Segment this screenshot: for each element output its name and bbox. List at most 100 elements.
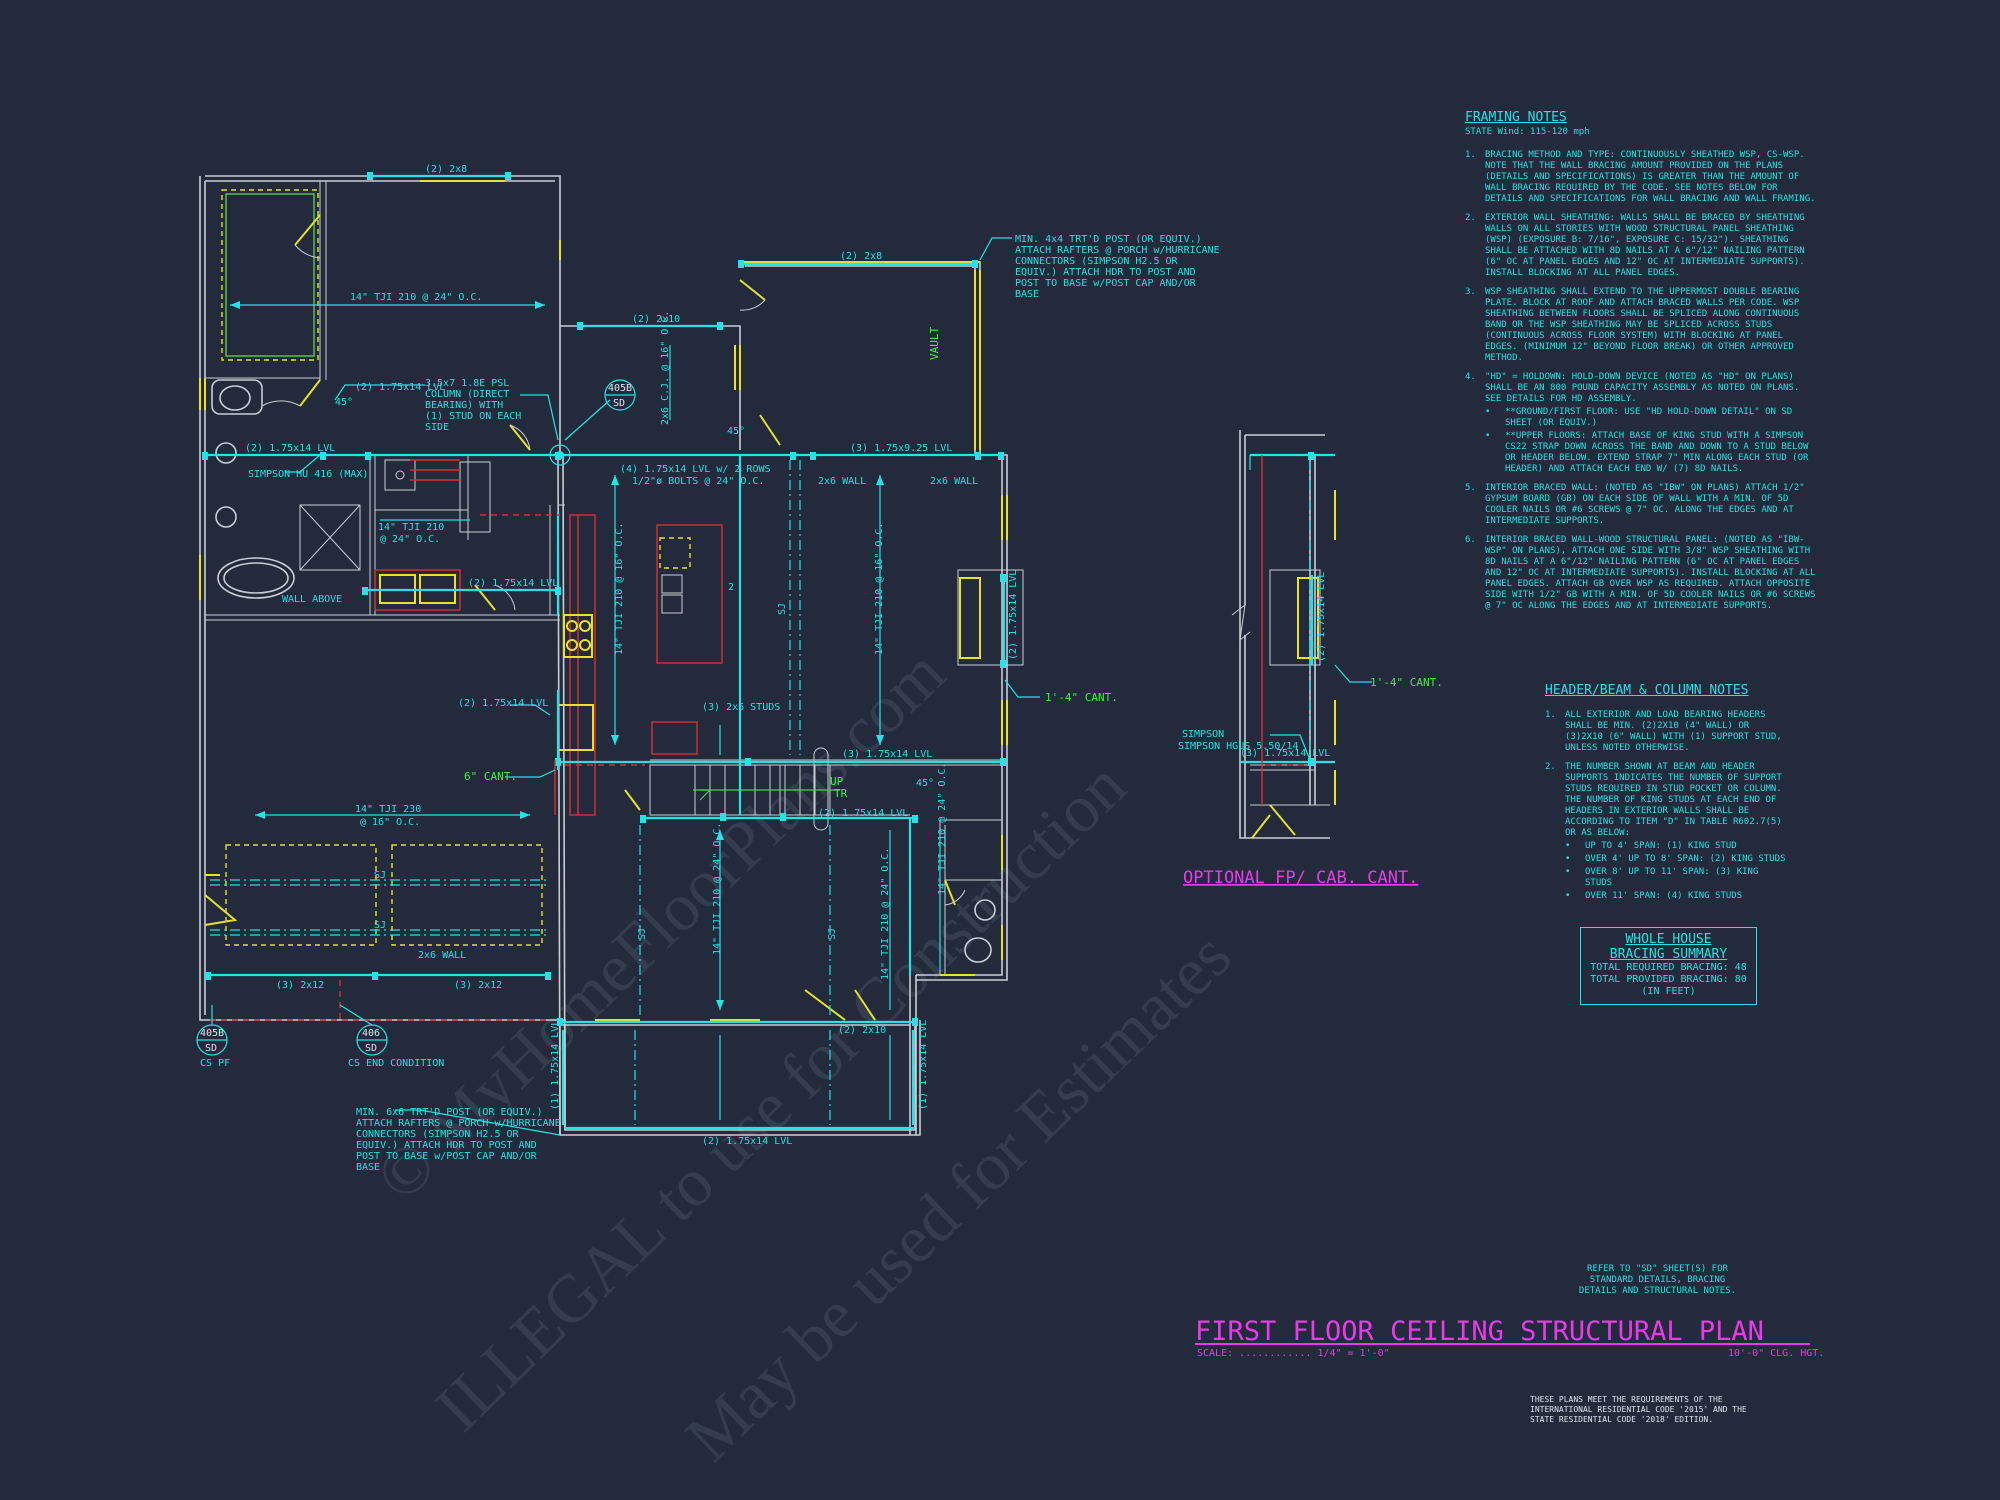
callout-cant-14: 1'-4" CANT. xyxy=(1045,691,1118,704)
section-tag-3-bottom: SD xyxy=(365,1043,377,1054)
label-2x8-top: (2) 2x8 xyxy=(425,164,467,175)
callout-lvl-2rows: (4) 1.75x14 LVL w/ 2 ROWS xyxy=(620,464,771,475)
bracing-summary-title: WHOLE HOUSE BRACING SUMMARY xyxy=(1609,932,1728,962)
label-tji-porch1: 14" TJI 210 @ 24" O.C. xyxy=(712,823,723,955)
framing-note-item-number: 2. xyxy=(1465,213,1476,223)
callout-studs: (3) 2x6 STUDS xyxy=(702,702,780,713)
callout-2x6-wall-a: 2x6 WALL xyxy=(818,476,866,487)
header-note-sub-item: •OVER 4' UP TO 8' SPAN: (2) KING STUDS xyxy=(1565,854,1786,864)
framing-note-item-text: INTERIOR BRACED WALL-WOOD STRUCTURAL PAN… xyxy=(1485,535,1816,611)
callout-line: ATTACH RAFTERS @ PORCH w/HURRICANE xyxy=(356,1118,561,1129)
callout-45-c: 45° xyxy=(916,778,934,789)
callout-line: COLUMN (DIRECT xyxy=(425,389,509,400)
doors xyxy=(204,214,966,1021)
label-tji-living: 14" TJI 210 @ 16" O.C. xyxy=(874,523,885,655)
exterior-walls xyxy=(199,175,1008,1136)
optional-lvl-label: (3) 1.75x14 LVL xyxy=(1240,748,1330,759)
framing-note-item-text: INTERIOR BRACED WALL: (NOTED AS "IBW" ON… xyxy=(1485,483,1805,526)
callout-line: CONNECTORS (SIMPSON H2.5 OR xyxy=(1015,256,1179,267)
label-sj-2: SJ xyxy=(374,920,386,931)
callout-45-b: 45° xyxy=(727,426,745,437)
garage-doors xyxy=(221,189,543,946)
label-2x12-a: (3) 2x12 xyxy=(276,980,324,991)
callout-line: SIDE xyxy=(425,422,449,433)
framing-notes-subheading: STATE Wind: 115-120 mph xyxy=(1465,127,1590,137)
framing-note-sub-item: •**GROUND/FIRST FLOOR: USE "HD HOLD-DOWN… xyxy=(1485,407,1793,428)
framing-note-item-6: 6. INTERIOR BRACED WALL-WOOD STRUCTURAL P… xyxy=(1465,535,1820,612)
framing-notes-list: 1. BRACING METHOD AND TYPE: CONTINUOUSLY … xyxy=(1465,150,1820,620)
header-note-item-number: 2. xyxy=(1545,762,1556,772)
stud-markers xyxy=(202,172,1006,1026)
label-lvl-porch-bottom: (2) 1.75x14 LVL xyxy=(702,1136,792,1147)
label-sj-3: SJ xyxy=(777,603,788,615)
framing-note-item-text: BRACING METHOD AND TYPE: CONTINUOUSLY SH… xyxy=(1485,150,1816,204)
label-lvl-925: (3) 1.75x9.25 LVL xyxy=(850,443,952,454)
label-2x12-b: (3) 2x12 xyxy=(454,980,502,991)
section-tag-1-top: 405B xyxy=(608,383,632,394)
bracing-summary-box: WHOLE HOUSE BRACING SUMMARY TOTAL REQUIR… xyxy=(1580,927,1757,1005)
label-sj-1: SJ xyxy=(374,870,386,881)
callout-line: BASE xyxy=(1015,289,1039,300)
callout-vault: VAULT xyxy=(928,327,941,360)
column-marker xyxy=(549,444,571,466)
bracing-required: TOTAL REQUIRED BRACING: 48 xyxy=(1590,962,1747,973)
header-note-sub-item: •UP TO 4' SPAN: (1) KING STUD xyxy=(1565,841,1737,851)
label-tji-210-b: 14" TJI 210 xyxy=(378,522,444,533)
label-2x10-bot: (2) 2x10 xyxy=(838,1025,886,1036)
structural-beams xyxy=(205,174,1006,1130)
member-labels: (2) 2x8 (2) 2x10 (2) 2x8 14" TJI 210 @ 2… xyxy=(245,164,1019,1147)
framing-note-item-4: 4."HD" = HOLDOWN: HOLD-DOWN DEVICE (NOTE… xyxy=(1465,372,1820,475)
label-2x10-top: (2) 2x10 xyxy=(632,314,680,325)
callout-45-a: 45° xyxy=(335,397,353,408)
optional-simpson-line2: SIMPSON HGUS 5.50/14 xyxy=(1178,741,1298,752)
label-sj-5: SJ xyxy=(827,928,838,940)
callout-post-4x4: MIN. 4x4 TRT'D POST (OR EQUIV.)ATTACH RA… xyxy=(1015,234,1220,300)
label-lvl-4: (2) 1.75x14 LVL xyxy=(458,698,548,709)
label-lvl-porch-left: (1) 1.75x14 LVL xyxy=(550,1020,561,1110)
callout-line: (1) STUD ON EACH xyxy=(425,411,521,422)
framing-note-item-number: 3. xyxy=(1465,287,1476,297)
framing-note-item-number: 6. xyxy=(1465,535,1476,545)
header-note-item-number: 1. xyxy=(1545,710,1556,720)
callout-line: BEARING) WITH xyxy=(425,400,503,411)
label-tji-230: 14" TJI 230 xyxy=(355,804,421,815)
callout-line: 3.5x7 1.8E PSL xyxy=(425,378,509,389)
label-stud-3: 2 xyxy=(728,582,734,593)
section-tag-3: 406 SD xyxy=(339,1004,388,1056)
joist-spans xyxy=(210,301,941,1125)
framing-note-item-3: 3.WSP SHEATHING SHALL EXTEND TO THE UPPE… xyxy=(1465,287,1820,364)
cantilever-lines xyxy=(210,514,645,1021)
framing-note-item-5: 5. INTERIOR BRACED WALL: (NOTED AS "IBW" … xyxy=(1465,483,1820,527)
callout-2x6-wall-b: 2x6 WALL xyxy=(930,476,978,487)
sheet-ceiling-height: 10'-0" CLG. HGT. xyxy=(1728,1348,1824,1359)
framing-note-item-number: 5. xyxy=(1465,483,1476,493)
callout-line: MIN. 4x4 TRT'D POST (OR EQUIV.) xyxy=(1015,234,1202,245)
bracing-unit: (IN FEET) xyxy=(1641,986,1696,997)
framing-note-item-text: EXTERIOR WALL SHEATHING: WALLS SHALL BE … xyxy=(1485,213,1805,278)
label-tji-porch2: 14" TJI 210 @ 24" O.C. xyxy=(880,848,891,980)
callout-tr: TR xyxy=(834,787,848,800)
framing-note-item-number: 1. xyxy=(1465,150,1476,160)
label-tji-kitchen: 14" TJI 210 @ 16" O.C. xyxy=(614,523,625,655)
label-tji-230-oc: @ 16" O.C. xyxy=(360,817,420,828)
sheet-scale: SCALE: ............ 1/4" = 1'-0" xyxy=(1197,1348,1390,1359)
header-note-item-text: ALL EXTERIOR AND LOAD BEARING HEADERS SH… xyxy=(1565,710,1782,753)
callout-2x6-wall-c: 2x6 WALL xyxy=(418,950,466,961)
label-lvl-5: (3) 1.75x14 LVL xyxy=(842,749,932,760)
callout-line: BASE xyxy=(356,1162,380,1173)
code-note: THESE PLANS MEET THE REQUIREMENTS OF THE… xyxy=(1530,1395,1747,1424)
sheet-title: FIRST FLOOR CEILING STRUCTURAL PLAN xyxy=(1195,1316,1764,1347)
refer-note: REFER TO "SD" SHEET(S) FOR STANDARD DETA… xyxy=(1578,1264,1737,1296)
label-lvl-3: (2) 1.75x14 LVL xyxy=(468,578,558,589)
callout-line: EQUIV.) ATTACH HDR TO POST AND xyxy=(356,1140,537,1151)
section-tag-2-bottom: SD xyxy=(205,1043,217,1054)
header-note-sub-item: •OVER 8' UP TO 11' SPAN: (3) KING STUDS xyxy=(1565,867,1759,888)
framing-note-item-number: 4. xyxy=(1465,372,1476,382)
framing-note-item-2: 2. EXTERIOR WALL SHEATHING: WALLS SHALL B… xyxy=(1465,213,1820,279)
callout-cant-6: 6" CANT. xyxy=(464,770,517,783)
section-tag-2-top: 405B xyxy=(200,1028,224,1039)
bracing-provided: TOTAL PROVIDED BRACING: 80 xyxy=(1590,974,1747,985)
framing-note-sub-item: •**UPPER FLOORS: ATTACH BASE OF KING STU… xyxy=(1485,431,1809,474)
